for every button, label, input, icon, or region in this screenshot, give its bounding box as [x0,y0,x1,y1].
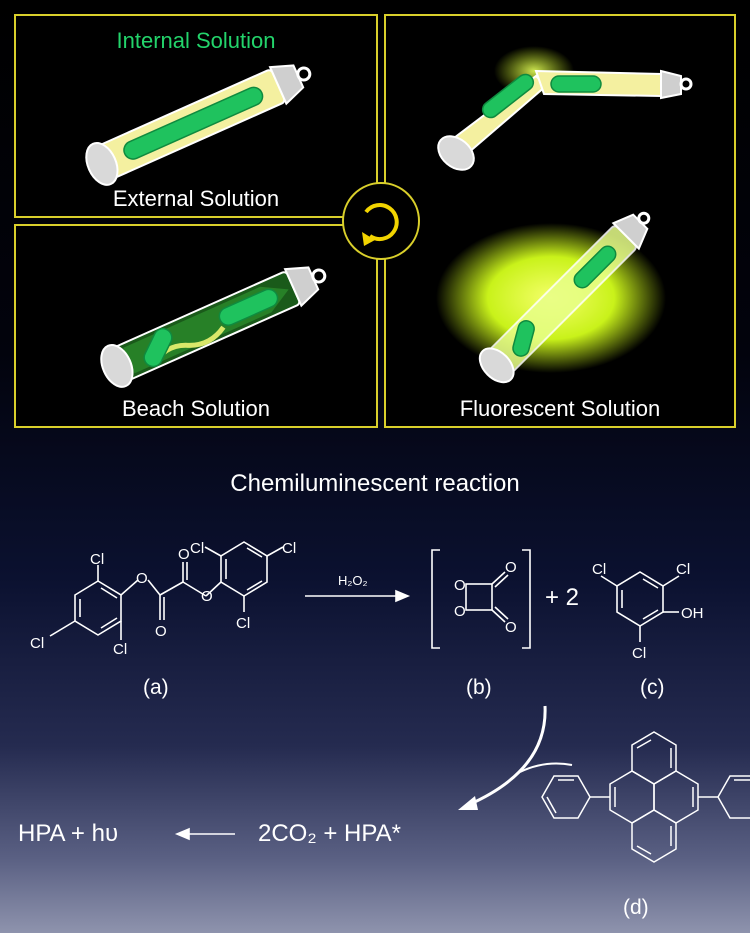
atom-oh: OH [681,605,704,622]
atom-o: O [454,603,466,620]
product-arrow [174,827,235,841]
label-c: (c) [640,676,665,699]
panel-fluorescent-solution: Fluorescent Solution [384,14,736,428]
molecule-d [541,731,750,863]
beach-solution-label: Beach Solution [122,396,270,421]
glowstick-intact-icon [85,64,312,186]
external-solution-label: External Solution [112,186,280,211]
label-d: (d) [623,896,649,919]
molecule-c [600,571,680,642]
atom-cl: Cl [592,561,606,578]
atom-cl: Cl [632,645,646,662]
atom-o: O [136,570,148,587]
atom-cl: Cl [282,540,296,557]
plus-two: + 2 [545,584,580,611]
molecule-a [49,541,284,640]
internal-solution-title: Internal Solution [116,28,276,53]
atom-cl: Cl [113,641,127,658]
molecule-a-atoms: Cl Cl Cl O O O O Cl Cl Cl [30,540,296,658]
product-hpa-light: HPA + hυ [18,820,119,847]
atom-cl: Cl [30,635,44,652]
atom-o: O [201,588,213,605]
atom-cl: Cl [676,561,690,578]
label-a: (a) [143,676,169,699]
curved-arrow [467,705,547,807]
atom-o: O [505,619,517,636]
panel-beach-solution: Beach Solution [14,224,378,428]
atom-cl: Cl [236,615,250,632]
reaction-arrow [305,589,411,603]
atom-o: O [155,623,167,640]
product-co2-hpa-excited: 2CO₂ + HPA* [258,820,401,847]
label-b: (b) [466,676,492,699]
atom-o: O [505,559,517,576]
panel-external-solution: Internal Solution External Solution [14,14,378,218]
glowstick-broken-icon [100,266,327,388]
atom-cl: Cl [90,551,104,568]
atom-cl: Cl [190,540,204,557]
glowstick-bent-glowing-icon [436,46,693,384]
atom-o: O [178,546,190,563]
molecule-b [431,549,531,649]
fluorescent-solution-label: Fluorescent Solution [459,396,661,421]
atom-o: O [454,577,466,594]
reaction-title: Chemiluminescent reaction [230,470,520,497]
reagent-label: H₂O₂ [338,573,368,588]
